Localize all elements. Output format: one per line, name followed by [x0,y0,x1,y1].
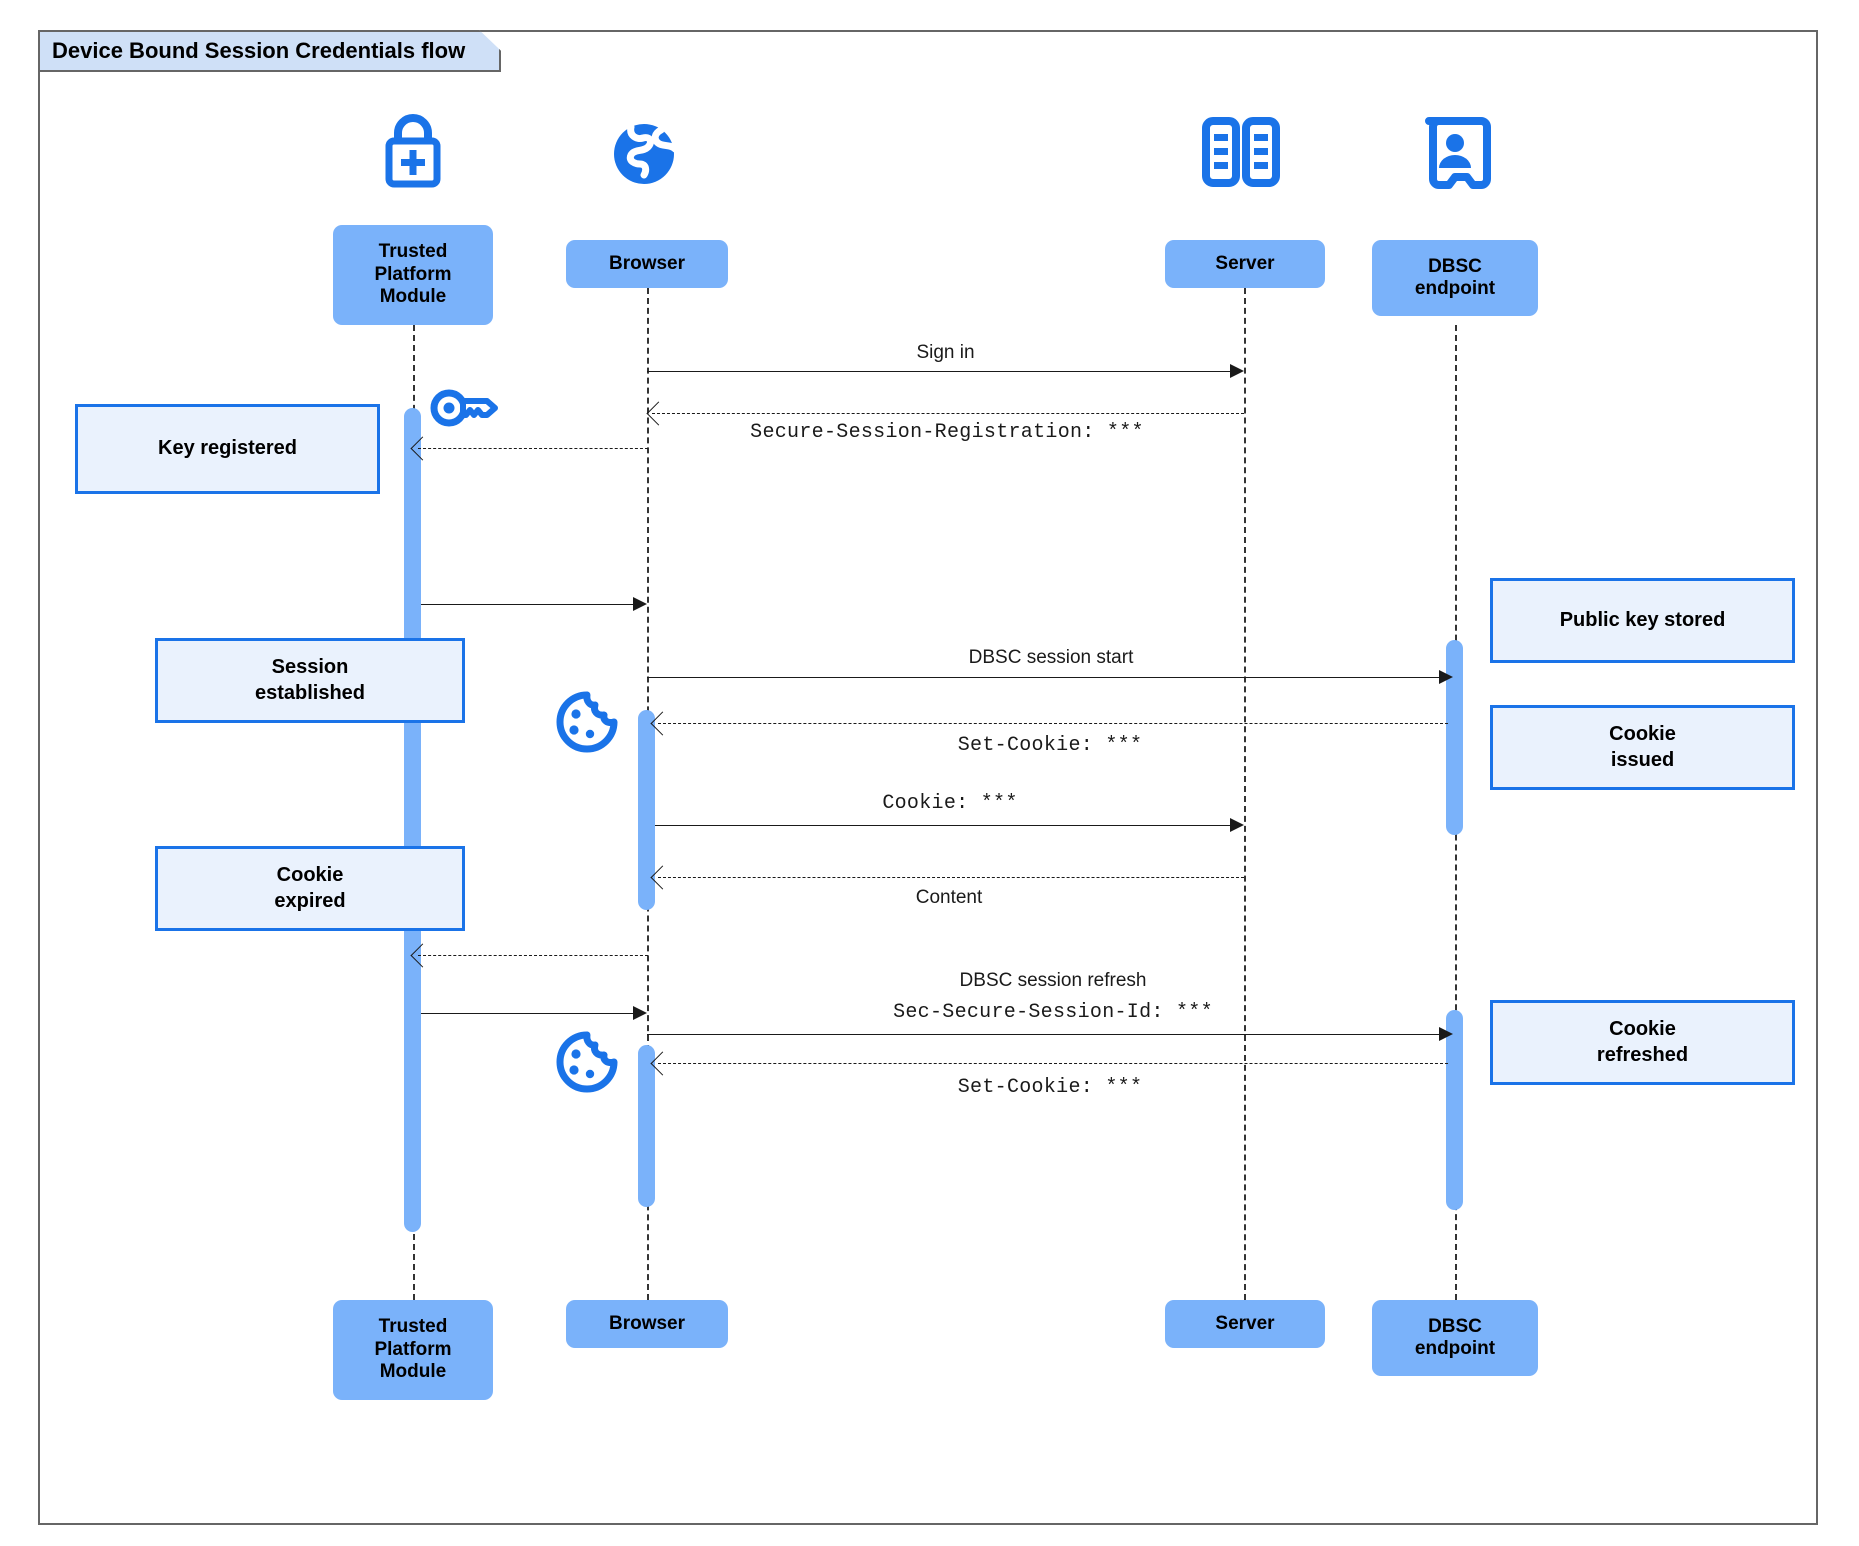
message-label-cookie: Cookie: *** [882,792,1018,815]
note-text: Key registered [158,437,297,460]
message-line-secure-session-registration [652,413,1244,414]
cookie-icon [550,1030,624,1099]
message-line-browser-to-tpm [418,955,648,956]
message-arrowhead-tpm-to-browser [633,597,647,611]
message-line-dbsc-session-refresh [647,1034,1439,1035]
note-session-established: Session established [155,638,465,723]
message-arrowhead-sign-in [1230,364,1244,378]
participant-label: Browser [608,1312,686,1334]
note-text: Cookie issued [1609,722,1676,771]
activation-bar-browser-1 [638,710,655,910]
message-label-content: Content [915,887,983,908]
message-line-cookie [655,825,1230,826]
participant-server-bottom[interactable]: Server [1165,1300,1325,1348]
message-arrowhead-dbsc-session-refresh [1439,1027,1453,1041]
message-label-set-cookie-2: Set-Cookie: *** [957,1076,1143,1099]
message-arrowhead-dbsc-session-start [1439,670,1453,684]
note-text: Session established [254,655,366,704]
message-label-dbsc-session-start: DBSC session start [968,647,1134,668]
participant-dbsc-top[interactable]: DBSC endpoint [1372,240,1538,316]
participant-label: Trusted Platform Module [374,241,452,308]
message-line-set-cookie-2 [658,1063,1448,1064]
note-text: Cookie expired [274,863,346,912]
participant-label: DBSC endpoint [1414,255,1496,299]
activation-bar-dbsc-1 [1446,640,1463,835]
participant-browser-top[interactable]: Browser [566,240,728,288]
padlock-plus-icon [371,112,455,193]
cookie-icon [550,690,624,759]
note-cookie-issued: Cookie issued [1490,705,1795,790]
message-line-sign-in [647,371,1230,372]
message-label-set-cookie-1: Set-Cookie: *** [957,734,1143,757]
note-cookie-refreshed: Cookie refreshed [1490,1000,1795,1085]
note-text: Public key stored [1559,608,1726,631]
participant-dbsc-bottom[interactable]: DBSC endpoint [1372,1300,1538,1376]
globe-icon [603,118,685,195]
activation-bar-tpm [404,408,421,1232]
message-line-dbsc-session-start [647,677,1439,678]
participant-label: Server [1215,1312,1275,1334]
message-arrowhead-cookie [1230,818,1244,832]
message-label-sec-secure-session-id: Sec-Secure-Session-Id: *** [893,1001,1213,1024]
message-line-set-cookie-1 [658,723,1448,724]
note-cookie-expired: Cookie expired [155,846,465,931]
message-label-sign-in: Sign in [916,342,975,363]
diagram-frame-tab: Device Bound Session Credentials flow [38,30,501,72]
note-public-key-stored: Public key stored [1490,578,1795,663]
lifeline-server [1244,288,1246,1300]
message-line-tpm-to-browser [421,604,643,605]
message-arrowhead-refresh-to-browser [633,1006,647,1020]
participant-label: DBSC endpoint [1414,1315,1496,1359]
note-key-registered: Key registered [75,404,380,494]
server-rack-icon [1200,117,1282,194]
activation-bar-browser-2 [638,1045,655,1207]
participant-server-top[interactable]: Server [1165,240,1325,288]
participant-label: Trusted Platform Module [374,1316,452,1383]
participant-browser-bottom[interactable]: Browser [566,1300,728,1348]
message-label-secure-session-registration: Secure-Session-Registration: *** [750,421,1144,444]
key-icon [429,384,501,437]
participant-tpm-top[interactable]: Trusted Platform Module [333,225,493,325]
participant-label: Browser [608,252,686,274]
activation-bar-dbsc-2 [1446,1010,1463,1210]
message-label-dbsc-session-refresh: DBSC session refresh [959,970,1147,991]
message-line-registration-to-tpm [418,448,648,449]
message-line-dbsc-session-refresh-left [421,1013,643,1014]
id-badge-icon [1419,117,1491,194]
message-line-content [658,877,1244,878]
note-text: Cookie refreshed [1596,1017,1689,1066]
participant-label: Server [1215,252,1275,274]
diagram-title: Device Bound Session Credentials flow [52,38,466,63]
participant-tpm-bottom[interactable]: Trusted Platform Module [333,1300,493,1400]
